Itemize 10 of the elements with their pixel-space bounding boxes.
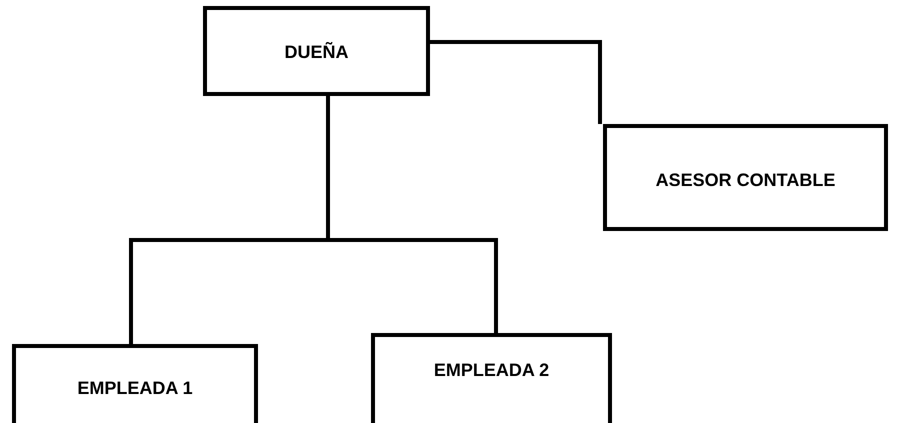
org-box [12, 344, 258, 423]
role-label: ASESOR CONTABLE [654, 170, 836, 191]
connector-line [430, 40, 602, 124]
org-box [371, 333, 612, 423]
org-box [603, 124, 888, 231]
org-box [203, 6, 430, 96]
role-label: EMPLEADA 1 [76, 378, 194, 399]
connector-line [326, 96, 498, 333]
role-label: DUEÑA [283, 42, 350, 63]
role-label: EMPLEADA 2 [432, 360, 550, 381]
